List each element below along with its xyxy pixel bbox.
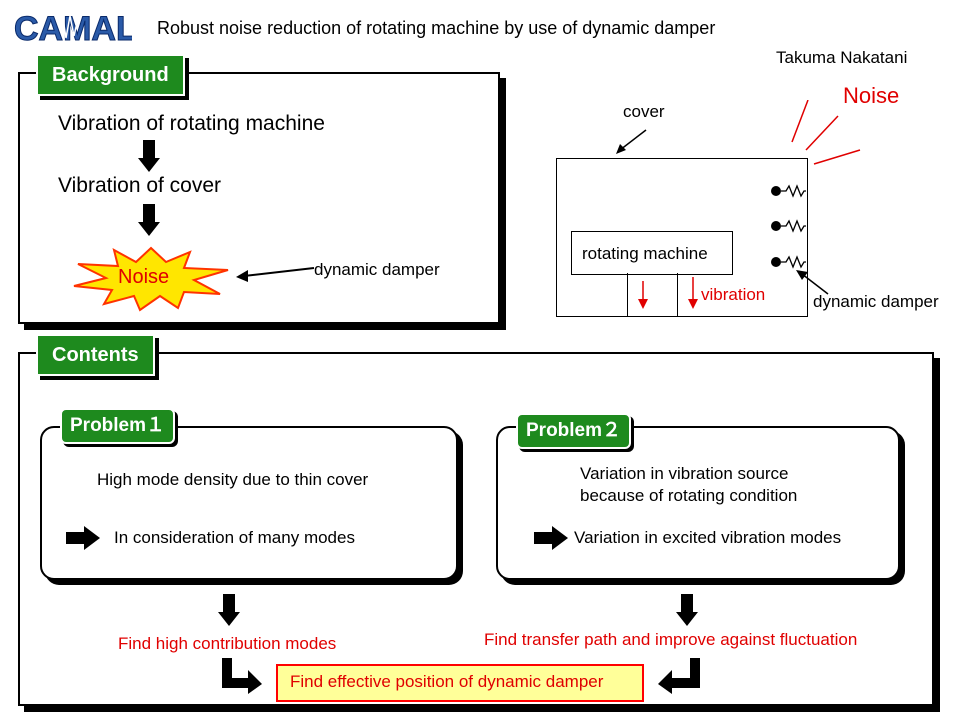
background-tag: Background: [36, 54, 185, 96]
rotating-machine-box: rotating machine: [571, 231, 733, 275]
down-arrow-icon: [218, 594, 240, 626]
right-arrow-icon: [534, 526, 568, 550]
bent-arrow-left-icon: [658, 658, 700, 694]
damper-icon: [771, 255, 806, 269]
cover-label: cover: [623, 102, 665, 121]
problem2-text-line2: because of rotating condition: [580, 486, 798, 505]
machine-diagram: cover Noise rotating machine vibration: [520, 80, 960, 330]
cover-box: rotating machine vibration: [556, 158, 808, 317]
down-arrow-icon: [138, 140, 160, 172]
bg-line-vibration-machine: Vibration of rotating machine: [58, 112, 325, 135]
problem2-tag: Problem２: [516, 413, 632, 449]
conclusion-box: Find effective position of dynamic dampe…: [276, 664, 644, 702]
page-title: Robust noise reduction of rotating machi…: [157, 18, 716, 38]
pointer-arrow-icon: [796, 270, 829, 295]
bg-damper-label: dynamic damper: [314, 260, 440, 279]
problem1-tag: Problem１: [60, 408, 176, 444]
bent-arrow-right-icon: [222, 658, 262, 694]
finding1-text: Find high contribution modes: [118, 634, 337, 653]
problem1-text: High mode density due to thin cover: [97, 470, 369, 489]
camal-logo: CAMAL: [14, 10, 133, 49]
problem1-result: In consideration of many modes: [114, 528, 355, 547]
diagram-damper-label: dynamic damper: [813, 292, 939, 311]
diagram-noise-label: Noise: [843, 83, 900, 108]
author-name: Takuma Nakatani: [776, 48, 908, 67]
right-arrow-icon: [66, 526, 100, 550]
finding2-text: Find transfer path and improve against f…: [484, 630, 858, 649]
noise-label: Noise: [118, 266, 170, 288]
contents-tag: Contents: [36, 334, 155, 376]
left-arrow-icon: [236, 267, 315, 282]
problem1-box: High mode density due to thin cover In c…: [40, 426, 458, 580]
contents-panel: High mode density due to thin cover In c…: [18, 352, 934, 706]
damper-icon: [771, 184, 806, 198]
vibration-arrow-icon: [688, 277, 698, 309]
problem2-result: Variation in excited vibration modes: [574, 528, 842, 547]
problem2-box: Variation in vibration source because of…: [496, 426, 900, 580]
pointer-arrow-icon: [616, 129, 647, 154]
vibration-arrow-icon: [638, 281, 648, 309]
bg-line-vibration-cover: Vibration of cover: [58, 174, 222, 197]
noise-burst-icon: [73, 246, 229, 312]
down-arrow-icon: [138, 204, 160, 236]
problem2-text-line1: Variation in vibration source: [580, 464, 789, 483]
damper-icon: [771, 219, 806, 233]
dynamic-damper-icons: [771, 184, 806, 269]
vibration-label: vibration: [701, 285, 766, 304]
conclusion-text: Find effective position of dynamic dampe…: [290, 672, 604, 691]
noise-rays-icon: [791, 100, 861, 165]
background-panel: Vibration of rotating machine Vibration …: [18, 72, 500, 324]
machine-label: rotating machine: [582, 244, 708, 263]
down-arrow-icon: [676, 594, 698, 626]
